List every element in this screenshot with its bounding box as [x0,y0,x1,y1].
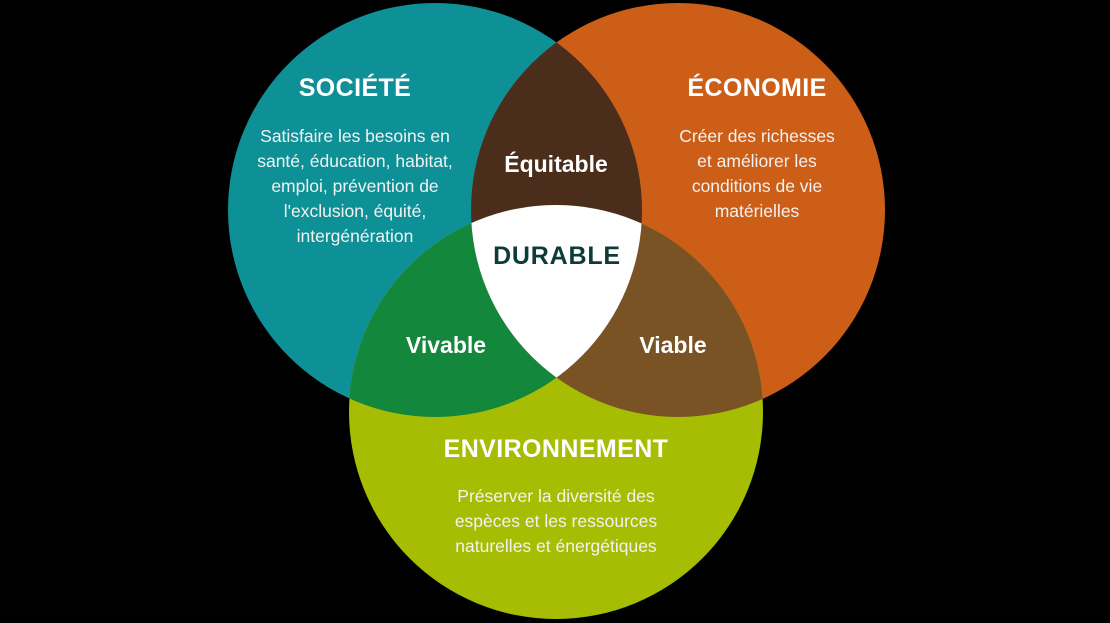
overlap-label-equitable[interactable]: Équitable [504,150,608,177]
societe-desc-line-1: Satisfaire les besoins en [260,126,450,146]
overlap-label-viable[interactable]: Viable [639,332,706,358]
economie-desc-line-4: matérielles [715,201,800,221]
societe-title: SOCIÉTÉ [299,73,412,102]
core-label-durable[interactable]: DURABLE [493,242,621,270]
environnement-desc-line-1: Préserver la diversité des [457,486,655,506]
societe-desc-line-3: emploi, prévention de [271,176,438,196]
economie-desc-line-3: conditions de vie [692,176,822,196]
environnement-title: ENVIRONNEMENT [444,435,669,463]
economie-desc-line-1: Créer des richesses [679,126,835,146]
societe-desc-line-5: intergénération [297,226,414,246]
label-group-societe: SOCIÉTÉ Satisfaire les besoins en santé,… [257,73,453,246]
label-group-economie: ÉCONOMIE Créer des richesses et améliore… [679,73,835,221]
societe-desc-line-4: l'exclusion, équité, [284,201,426,221]
environnement-desc-line-3: naturelles et énergétiques [455,536,657,556]
environnement-desc-line-2: espèces et les ressources [455,511,658,531]
economie-desc-line-2: et améliorer les [697,151,817,171]
overlap-label-vivable[interactable]: Vivable [406,332,486,358]
label-group-environnement: ENVIRONNEMENT Préserver la diversité des… [444,435,669,556]
societe-desc-line-2: santé, éducation, habitat, [257,151,453,171]
economie-title: ÉCONOMIE [687,73,826,102]
